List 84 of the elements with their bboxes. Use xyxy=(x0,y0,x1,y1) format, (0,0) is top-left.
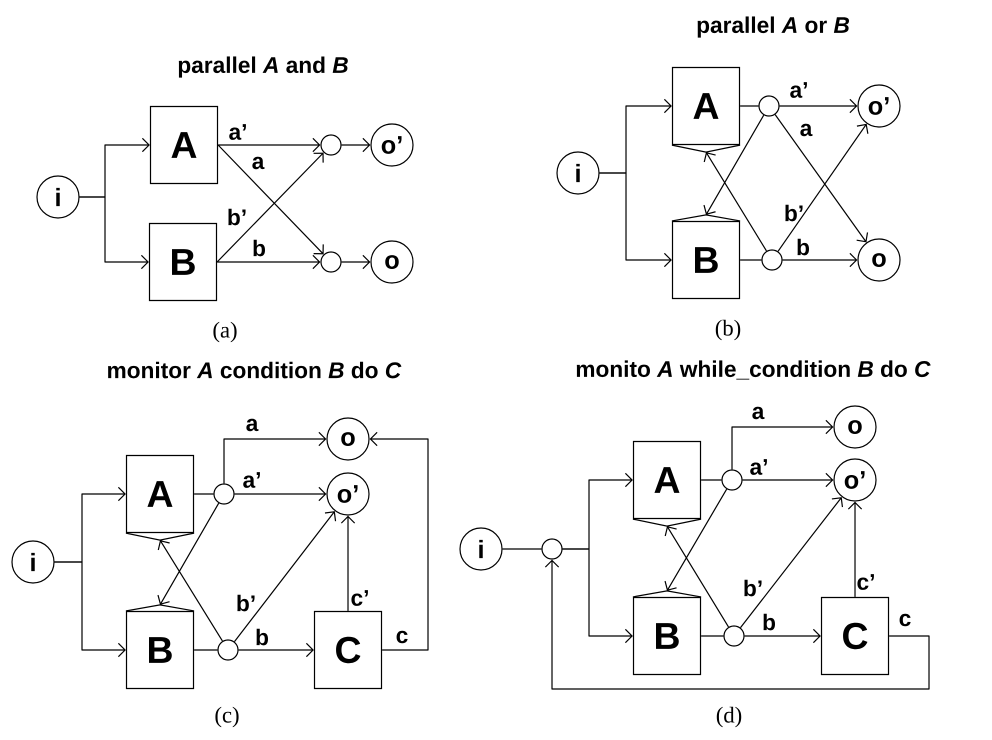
arrow xyxy=(80,196,149,270)
edge-label: c’ xyxy=(857,574,874,590)
panel-title: parallel A or B xyxy=(698,16,850,38)
arrow xyxy=(223,432,326,484)
arrow xyxy=(158,540,223,642)
panel-title: monito A while_condition B do C xyxy=(576,360,931,380)
arrow xyxy=(744,628,821,644)
arrow xyxy=(342,138,370,152)
edge-label: a xyxy=(246,418,258,432)
panel-caption: (c) xyxy=(215,706,239,728)
connector-line xyxy=(740,259,762,261)
junction-circle xyxy=(213,483,235,505)
connector-line xyxy=(701,479,722,481)
junction-circle xyxy=(761,249,783,271)
edge-label: b’ xyxy=(228,208,246,226)
edge-label: a xyxy=(800,124,812,136)
process-box: B xyxy=(632,590,702,676)
arrow xyxy=(238,642,314,658)
process-box: B xyxy=(672,214,740,300)
edge-label: b xyxy=(254,240,265,256)
edge-label: b’ xyxy=(744,580,762,596)
arrow xyxy=(54,561,126,658)
arrow xyxy=(562,548,633,644)
arrow xyxy=(740,497,844,628)
process-box: A xyxy=(672,66,740,153)
edge-label: c’ xyxy=(351,590,368,606)
panel-title: parallel A and B xyxy=(178,56,348,78)
junction-circle xyxy=(320,251,342,273)
edge-label: b’ xyxy=(237,594,255,612)
connector-line xyxy=(740,105,758,107)
arrow xyxy=(217,254,320,270)
process-box: B xyxy=(148,222,218,302)
junction-circle xyxy=(758,95,780,117)
edge-label: c xyxy=(900,614,911,626)
arrow xyxy=(742,472,834,488)
edge-label: a’ xyxy=(229,124,246,140)
edge-label: c xyxy=(396,630,408,644)
edge-label: a’ xyxy=(243,472,260,488)
connector-line xyxy=(194,649,218,651)
arrow xyxy=(774,114,868,242)
arrow xyxy=(848,502,862,597)
arrow xyxy=(664,526,729,628)
panel-caption: (b) xyxy=(716,320,740,340)
edge-label: b xyxy=(256,628,268,646)
junction-circle xyxy=(721,469,743,491)
arrow xyxy=(234,486,326,502)
process-box: B xyxy=(126,604,194,690)
connector-line xyxy=(502,548,542,550)
arrow xyxy=(780,98,858,114)
process-box: A xyxy=(150,106,218,184)
junction-circle xyxy=(723,625,745,647)
edge-label: a’ xyxy=(790,82,807,98)
junction-circle xyxy=(217,639,239,661)
arrow xyxy=(782,252,858,268)
arrow xyxy=(704,152,767,252)
edge-label: a’ xyxy=(750,459,767,475)
arrow xyxy=(731,420,834,470)
process-box: A xyxy=(632,440,702,527)
process-box: C xyxy=(820,596,890,676)
edge-label: b’ xyxy=(785,204,803,222)
junction-circle xyxy=(541,538,563,560)
arrow xyxy=(600,172,672,268)
panel-title: monitor A condition B do C xyxy=(108,362,402,378)
arrow xyxy=(342,254,370,270)
arrow xyxy=(157,502,220,605)
panel-caption: (a) xyxy=(213,322,237,342)
edge-label: b xyxy=(798,238,809,256)
arrow xyxy=(544,560,930,690)
edge-label: b xyxy=(764,614,775,630)
process-box: A xyxy=(126,454,194,541)
junction-circle xyxy=(320,134,342,156)
arrow xyxy=(234,511,336,642)
connector-line xyxy=(701,635,724,637)
connector-line xyxy=(194,493,214,495)
arrow xyxy=(703,114,764,215)
arrow xyxy=(218,138,320,152)
arrow xyxy=(370,432,429,651)
arrow xyxy=(778,124,868,252)
edge-label: a xyxy=(752,406,764,420)
edge-label: a xyxy=(252,156,264,170)
process-box: C xyxy=(314,610,382,690)
panel-caption: (d) xyxy=(716,706,742,728)
arrow xyxy=(340,516,356,611)
arrow xyxy=(664,488,728,591)
